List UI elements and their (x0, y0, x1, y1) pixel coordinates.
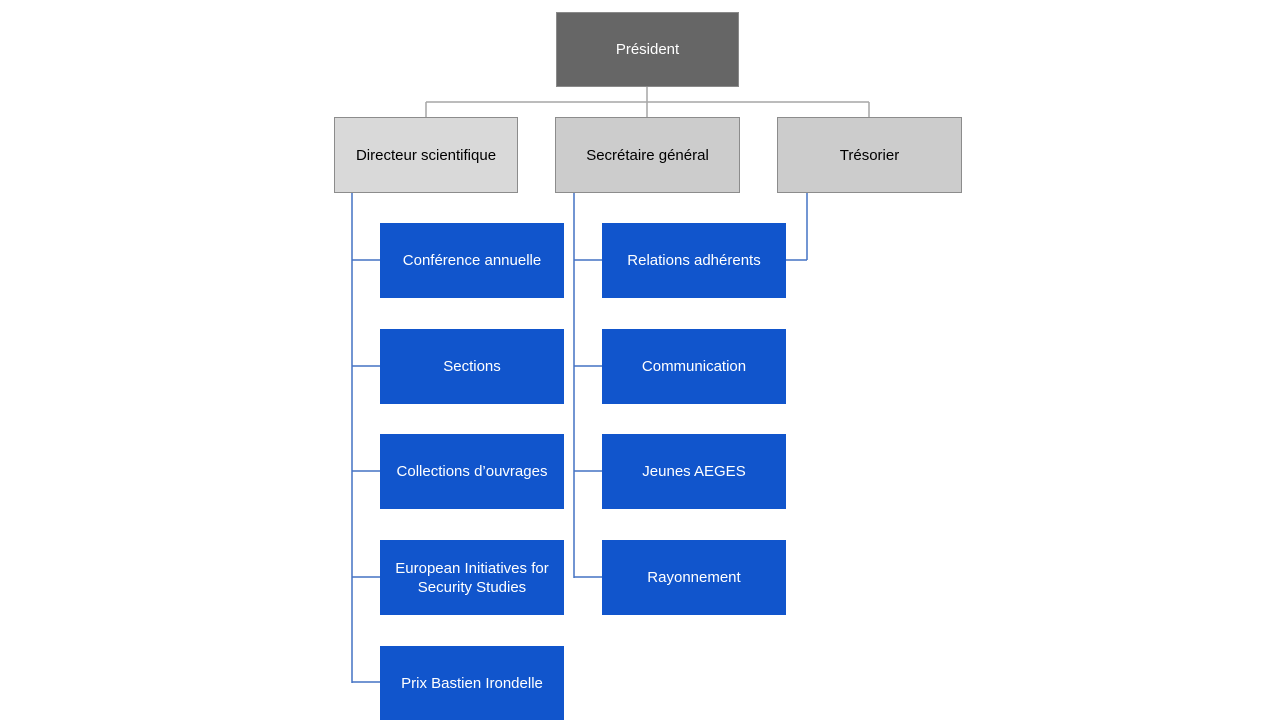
rayonnement-box: Rayonnement (602, 540, 786, 615)
conference-annuelle-label: Conférence annuelle (402, 252, 542, 269)
prix-bastien-irondelle-label: Prix Bastien Irondelle (401, 674, 543, 692)
jeunes-aeges-label: Jeunes AEGES (642, 463, 746, 480)
rayonnement-label: Rayonnement (647, 569, 741, 586)
jeunes-aeges-box: Jeunes AEGES (602, 434, 786, 509)
tresorier-box: Trésorier (777, 117, 962, 193)
secretaire-general-box: Secrétaire général (555, 117, 740, 193)
communication-box: Communication (602, 329, 786, 404)
directeur-scientifique-box: Directeur scientifique (334, 117, 518, 193)
communication-label: Communication (641, 358, 747, 375)
president-label: Président (615, 41, 680, 58)
european-initiatives-label: European Initiatives for Security Studie… (395, 559, 549, 596)
prix-bastien-irondelle-box: Prix Bastien Irondelle (380, 646, 564, 720)
directeur-scientifique-label: Directeur scientifique (355, 146, 497, 164)
tresorier-label: Trésorier (839, 146, 900, 164)
relations-adherents-label: Relations adhérents (627, 252, 761, 269)
president-box: Président (556, 12, 739, 87)
sections-box: Sections (380, 329, 564, 404)
connector-lines (351, 86, 870, 683)
relations-adherents-box: Relations adhérents (602, 223, 786, 298)
collections-ouvrages-label: Collections d’ouvrages (396, 463, 548, 480)
european-initiatives-box: European Initiatives for Security Studie… (380, 540, 564, 615)
secretaire-general-label: Secrétaire général (586, 146, 709, 164)
conference-annuelle-box: Conférence annuelle (380, 223, 564, 298)
collections-ouvrages-box: Collections d’ouvrages (380, 434, 564, 509)
sections-label: Sections (443, 358, 501, 375)
